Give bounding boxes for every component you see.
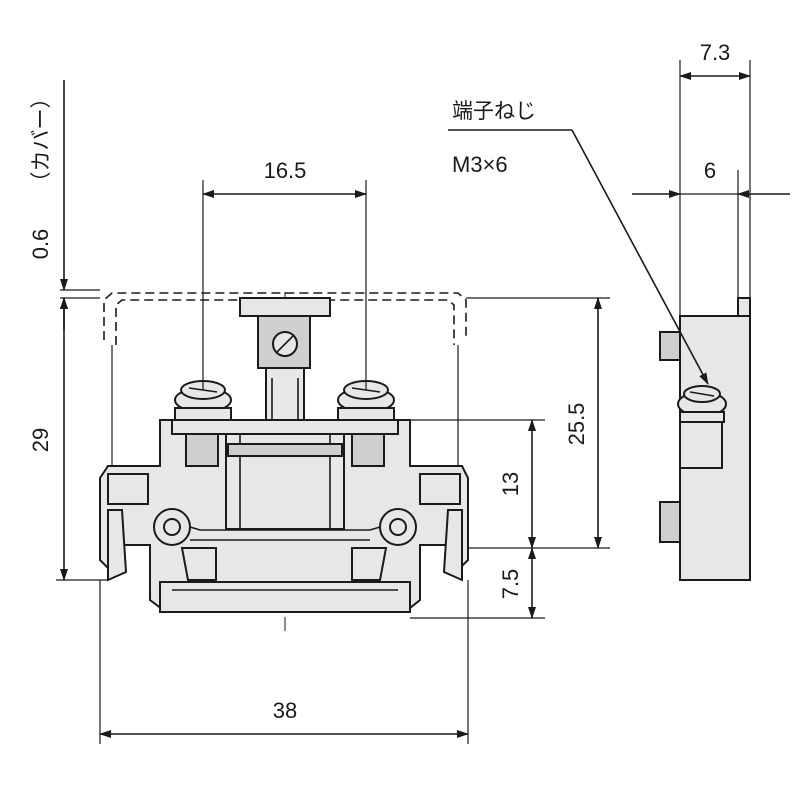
dim-cover-note: （カバー） [30,88,53,193]
cover-outline [103,292,467,340]
dim-overall-width: 38 [273,698,297,723]
right-window [419,473,461,505]
dim-rail-height: 7.5 [498,569,523,600]
left-foot [107,509,128,582]
front-view [99,292,469,632]
dim-cover-to-top: 25.5 [564,403,589,446]
callout-spec: M3×6 [452,152,508,177]
din-rail [159,581,411,613]
side-view [659,60,751,581]
callout-title: 端子ねじ [452,100,536,123]
left-window [107,473,149,505]
right-foot [442,509,463,582]
top-clamp-plate [239,297,331,317]
dim-screw-pitch: 16.5 [264,158,307,183]
dim-overall-height: 29 [28,428,53,452]
dim-side-body: 6 [704,158,716,183]
dimension-lines [56,72,790,744]
dim-terminal-height: 13 [498,472,523,496]
dim-side-overall: 7.3 [700,40,731,65]
dim-cover-height: 0.6 [28,229,53,260]
side-terminal-screw [677,385,727,423]
